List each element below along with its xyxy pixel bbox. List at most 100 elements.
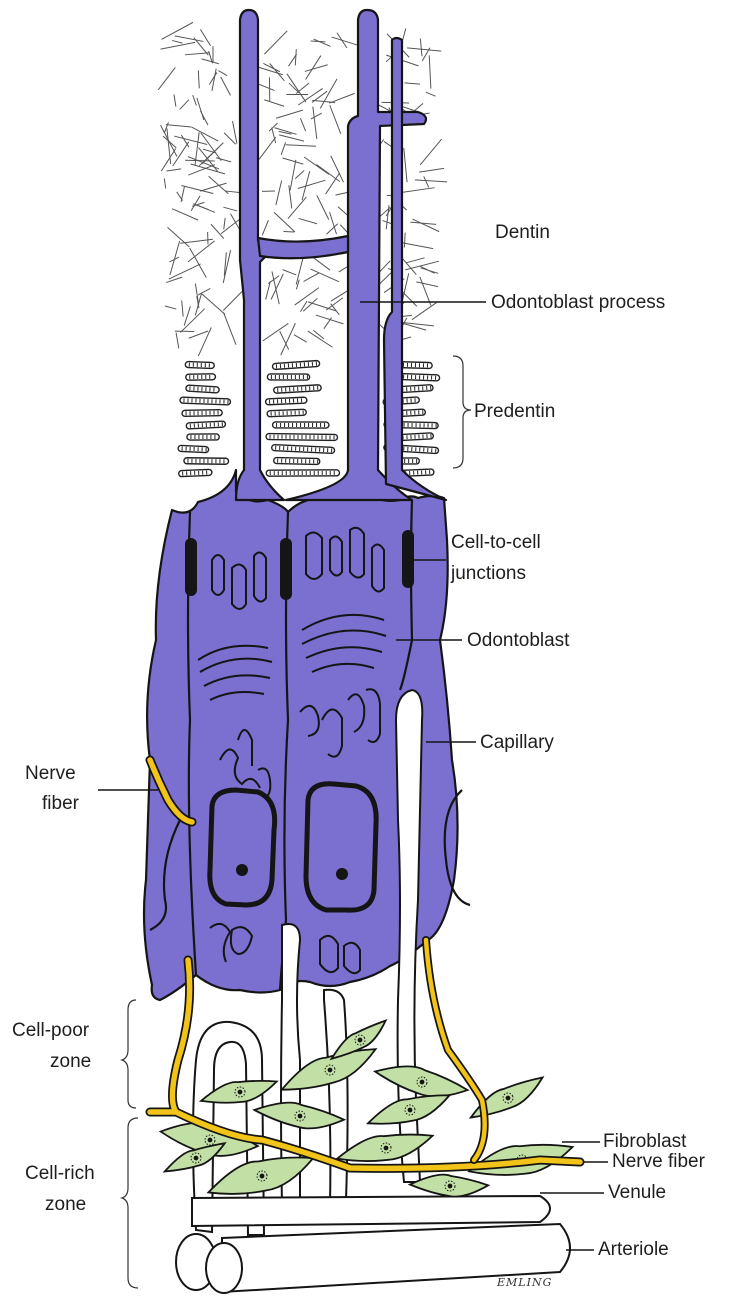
collagen-fibril — [181, 185, 213, 193]
collagen-fibril — [224, 133, 236, 144]
collagen-fibril — [416, 282, 438, 287]
collagen-fibril — [426, 92, 436, 96]
collagen-fibril — [305, 65, 328, 72]
collagen-fibril — [191, 196, 200, 211]
predentin-fibril — [274, 385, 322, 394]
collagen-fibril — [224, 218, 225, 229]
predentin-fibril — [267, 374, 309, 380]
collagen-fibril — [176, 333, 179, 349]
label-nerve-fiber-right: Nerve fiber — [612, 1151, 705, 1173]
collagen-fibril — [276, 110, 303, 118]
collagen-fibril — [290, 160, 296, 191]
label-cell-poor-2: zone — [50, 1051, 91, 1073]
collagen-fibril — [314, 39, 331, 46]
collagen-fibril — [262, 220, 268, 235]
collagen-fibril — [286, 145, 316, 147]
predentin-fibril — [186, 385, 219, 393]
collagen-fibril — [165, 306, 176, 309]
collagen-fibril — [420, 39, 422, 57]
predentin-fibril — [266, 470, 339, 476]
predentin-fibril — [187, 434, 219, 440]
collagen-fibril — [299, 218, 317, 223]
collagen-fibril — [180, 309, 204, 333]
collagen-fibril — [202, 59, 219, 64]
collagen-fibril — [193, 95, 197, 105]
collagen-fibril — [320, 79, 337, 108]
label-arteriole: Arteriole — [598, 1239, 669, 1261]
collagen-fibril — [269, 123, 277, 131]
collagen-fibril — [166, 125, 192, 127]
nerve-fiber — [426, 940, 485, 1160]
venule — [192, 1196, 550, 1226]
collagen-fibril — [402, 315, 412, 316]
predentin-fibril — [265, 397, 306, 405]
collagen-fibril — [172, 40, 182, 43]
collagen-fibril — [407, 48, 441, 51]
collagen-fibril — [164, 178, 165, 188]
collagen-fibril — [308, 331, 333, 347]
collagen-fibril — [200, 29, 210, 45]
collagen-fibril — [185, 53, 209, 55]
collagen-fibril — [424, 176, 429, 187]
cell-junction — [280, 538, 292, 600]
collagen-fibril — [218, 71, 227, 76]
predentin-fibril — [267, 409, 306, 417]
collagen-fibril — [264, 100, 284, 107]
collagen-fibril — [197, 98, 204, 120]
collagen-fibril — [420, 266, 435, 273]
collagen-fibril — [223, 292, 242, 311]
collagen-fibril — [386, 205, 389, 229]
label-cell-to-cell-1: Cell-to-cell — [451, 532, 541, 554]
collagen-fibril — [429, 55, 431, 88]
collagen-fibril — [221, 77, 231, 95]
nerve-fiber — [426, 940, 485, 1160]
collagen-fibril — [330, 105, 341, 134]
collagen-fibril — [283, 158, 304, 164]
collagen-fibril — [161, 149, 175, 172]
collagen-fibril — [298, 180, 326, 188]
cell-junction — [402, 530, 414, 588]
collagen-fibril — [263, 323, 288, 340]
label-cell-to-cell-2: junctions — [451, 563, 526, 585]
collagen-fibril — [174, 136, 207, 144]
collagen-fibril — [300, 301, 307, 312]
label-venule: Venule — [608, 1182, 666, 1204]
predentin-bracket — [453, 356, 471, 468]
collagen-fibril — [401, 242, 433, 248]
predentin-fibril — [186, 374, 216, 380]
collagen-fibril — [198, 288, 210, 295]
nucleolus — [236, 864, 248, 876]
label-cell-rich-1: Cell-rich — [25, 1163, 95, 1185]
dentin-fibrils — [158, 22, 447, 356]
vessel-opening — [206, 1243, 242, 1293]
fibroblast — [335, 1127, 436, 1169]
collagen-fibril — [270, 63, 285, 80]
collagen-fibril — [161, 125, 177, 156]
predentin-fibril — [184, 458, 229, 465]
collagen-fibril — [200, 183, 226, 191]
collagen-fibril — [211, 224, 224, 238]
collagen-fibril — [300, 118, 305, 131]
collagen-fibril — [283, 270, 297, 275]
collagen-fibril — [295, 49, 296, 65]
collagen-fibril — [166, 277, 182, 282]
nucleolus — [336, 868, 348, 880]
cell-rich-bracket — [122, 1118, 138, 1288]
collagen-fibril — [402, 188, 435, 193]
collagen-fibril — [279, 135, 304, 141]
process-branch — [258, 236, 348, 258]
collagen-fibril — [181, 135, 189, 147]
collagen-fibril — [266, 281, 271, 299]
artist-signature: EMLING — [497, 1276, 552, 1289]
label-cell-rich-2: zone — [45, 1194, 86, 1216]
collagen-fibril — [201, 293, 225, 314]
odontoblast-process — [384, 38, 446, 500]
label-capillary: Capillary — [480, 732, 554, 754]
predentin-fibril — [178, 445, 209, 452]
collagen-fibril — [200, 111, 207, 125]
collagen-fibril — [420, 139, 442, 165]
collagen-fibril — [158, 67, 175, 89]
nucleus — [210, 790, 275, 905]
predentin-fibril — [179, 469, 212, 476]
